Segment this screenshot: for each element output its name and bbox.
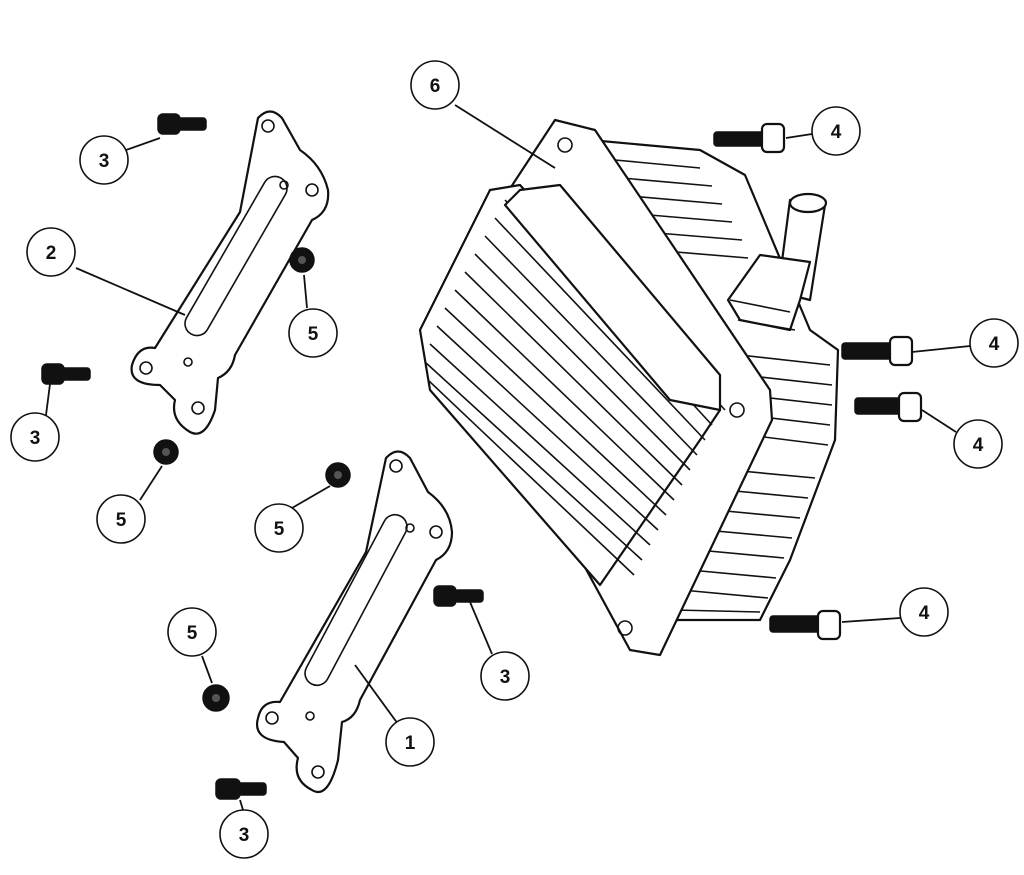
callout-5a-label: 5 <box>308 324 319 345</box>
callout-4d-label: 4 <box>919 603 930 624</box>
nut-3 <box>325 462 351 488</box>
bolt-small-1 <box>157 113 207 135</box>
callout-3b: 3 <box>10 412 60 462</box>
bolt-long-1 <box>713 122 786 154</box>
callout-5a: 5 <box>288 308 338 358</box>
nut-4 <box>202 684 230 712</box>
leader-lines <box>45 104 971 811</box>
callout-4b: 4 <box>969 318 1019 368</box>
callout-4c-label: 4 <box>973 435 984 456</box>
callout-3c-label: 3 <box>500 667 511 688</box>
callout-5c: 5 <box>254 503 304 553</box>
bolt-long-3 <box>854 391 923 423</box>
bolt-small-4 <box>215 778 267 800</box>
callout-5d-label: 5 <box>187 623 198 644</box>
bolt-long-4 <box>769 609 842 641</box>
callout-5d: 5 <box>167 607 217 657</box>
callout-4c: 4 <box>953 419 1003 469</box>
callout-3c: 3 <box>480 651 530 701</box>
bolt-small-3 <box>433 585 484 607</box>
bolt-long-2 <box>841 335 914 367</box>
callout-4a-label: 4 <box>831 122 842 143</box>
callout-3d: 3 <box>219 809 269 859</box>
callout-3a: 3 <box>79 135 129 185</box>
callout-6: 6 <box>410 60 460 110</box>
callout-4b-label: 4 <box>989 334 1000 355</box>
callout-1-label: 1 <box>405 733 416 754</box>
callout-3a-label: 3 <box>99 151 110 172</box>
callout-2: 2 <box>26 227 76 277</box>
callout-2-label: 2 <box>46 243 57 264</box>
callout-5b-label: 5 <box>116 510 127 531</box>
callout-4d: 4 <box>899 587 949 637</box>
callout-5c-label: 5 <box>274 519 285 540</box>
controller-housing <box>418 118 840 657</box>
nut-2 <box>153 439 179 465</box>
callout-3b-label: 3 <box>30 428 41 449</box>
bracket-lower <box>255 450 454 793</box>
bracket-upper <box>130 110 330 435</box>
callout-4a: 4 <box>811 106 861 156</box>
callout-5b: 5 <box>96 494 146 544</box>
callout-3d-label: 3 <box>239 825 250 846</box>
bolt-small-2 <box>41 363 91 385</box>
callout-6-label: 6 <box>430 76 441 97</box>
nut-1 <box>289 247 315 273</box>
callout-1: 1 <box>385 717 435 767</box>
